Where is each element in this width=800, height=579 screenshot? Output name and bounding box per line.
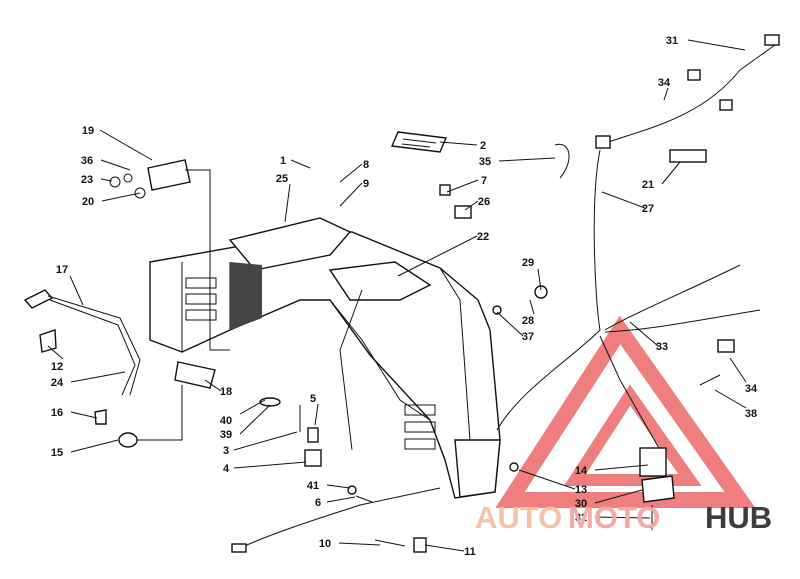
callout-label: 23: [81, 174, 93, 186]
callout-leader-line: [69, 275, 84, 306]
callout-label: 39: [220, 429, 232, 441]
callout-leader-line: [70, 371, 126, 383]
callout-label: 38: [745, 408, 757, 420]
callout-leader-line: [397, 235, 478, 277]
callout-label: 35: [479, 156, 491, 168]
callout-leader-line: [233, 461, 307, 469]
callout-label: 16: [51, 407, 63, 419]
callout-leader-line: [204, 379, 222, 392]
callout-label: 3: [223, 445, 229, 457]
callout-leader-line: [594, 489, 643, 504]
callout-leader-line: [729, 357, 747, 383]
watermark-moto: MOTO: [568, 500, 660, 535]
callout-leader-line: [496, 311, 524, 337]
watermark-auto: AUTO: [475, 500, 562, 535]
callout-leader-line: [464, 200, 479, 211]
callout-label: 11: [464, 546, 476, 558]
callout-leader-line: [326, 484, 351, 489]
callout-label: 21: [642, 179, 654, 191]
callout-leader-line: [100, 159, 131, 171]
callout-leader-line: [70, 439, 119, 453]
callout-leader-line: [339, 182, 363, 207]
callout-label: 18: [220, 386, 232, 398]
callout-label: 1: [280, 155, 286, 167]
callout-leader-line: [601, 191, 646, 209]
watermark-hub: HUB: [705, 500, 772, 535]
callout-leader-line: [629, 321, 659, 347]
callout-label: 5: [310, 393, 316, 405]
callout-leader-line: [233, 431, 298, 451]
callout-label: 25: [276, 173, 288, 185]
callout-leader-line: [446, 179, 479, 193]
callout-label: 29: [522, 257, 534, 269]
decal-part: [390, 131, 448, 153]
callout-leader-line: [290, 159, 311, 169]
callout-label: 36: [81, 155, 93, 167]
callout-label: 28: [522, 315, 534, 327]
callout-label: 33: [656, 341, 668, 353]
callout-leader-line: [498, 157, 556, 162]
tail-light-18: [174, 361, 216, 389]
callout-leader-line: [47, 345, 64, 360]
callout-label: 20: [82, 196, 94, 208]
callout-label: 27: [642, 203, 654, 215]
callout-leader-line: [99, 129, 153, 161]
callout-leader-line: [663, 87, 669, 101]
console-body: [149, 217, 501, 499]
callout-leader-line: [338, 542, 381, 546]
callout-leader-line: [424, 544, 465, 552]
callout-label: 10: [319, 538, 331, 550]
callout-label: 4: [223, 463, 230, 475]
callout-label: 40: [220, 415, 232, 427]
callout-leader-line: [70, 411, 98, 419]
callout-leader-line: [537, 268, 542, 291]
callout-label: 19: [82, 125, 94, 137]
callout-label: 34: [745, 383, 758, 395]
callout-leader-line: [239, 404, 271, 435]
callout-leader-line: [314, 403, 319, 426]
watermark-text: AUTO MOTO HUB: [475, 500, 772, 535]
callout-leader-line: [326, 496, 356, 503]
callout-label: 34: [658, 77, 671, 89]
callout-leader-line: [594, 464, 649, 471]
callout-label: 7: [481, 175, 487, 187]
callout-label: 17: [56, 264, 68, 276]
callout-leader-line: [239, 399, 266, 415]
callout-leaders: [47, 39, 747, 552]
callout-leader-line: [529, 299, 535, 315]
callout-leader-line: [518, 469, 576, 490]
callout-leader-line: [339, 163, 363, 183]
left-switch-harness: [23, 289, 183, 448]
callout-label: 8: [363, 159, 369, 171]
callout-leader-line: [714, 389, 747, 409]
callout-leader-line: [687, 39, 746, 51]
callout-label: 30: [575, 498, 587, 510]
callout-label: 22: [477, 231, 489, 243]
callout-label: 9: [363, 178, 369, 190]
callout-label: 31: [666, 35, 678, 47]
callout-label: 12: [51, 361, 63, 373]
bracket-19: [109, 159, 230, 351]
callout-label: 26: [478, 196, 490, 208]
callout-leader-line: [594, 516, 651, 519]
callout-label: 2: [480, 140, 486, 152]
watermark-triangle-logo: [495, 315, 756, 508]
callout-leader-line: [284, 183, 291, 223]
callout-label: 6: [315, 497, 321, 509]
callout-label: 41: [307, 480, 319, 492]
callout-label: 15: [51, 447, 63, 459]
callout-leader-line: [101, 192, 141, 202]
callout-leader-line: [100, 178, 113, 182]
callout-label: 37: [522, 331, 534, 343]
callout-label: 24: [51, 377, 64, 389]
callout-leader-line: [661, 161, 681, 185]
callout-label: 32: [575, 512, 587, 524]
callout-label: 14: [575, 465, 588, 477]
center-hardware: [231, 289, 441, 553]
callout-label: 13: [575, 484, 587, 496]
callout-leader-line: [439, 141, 478, 146]
